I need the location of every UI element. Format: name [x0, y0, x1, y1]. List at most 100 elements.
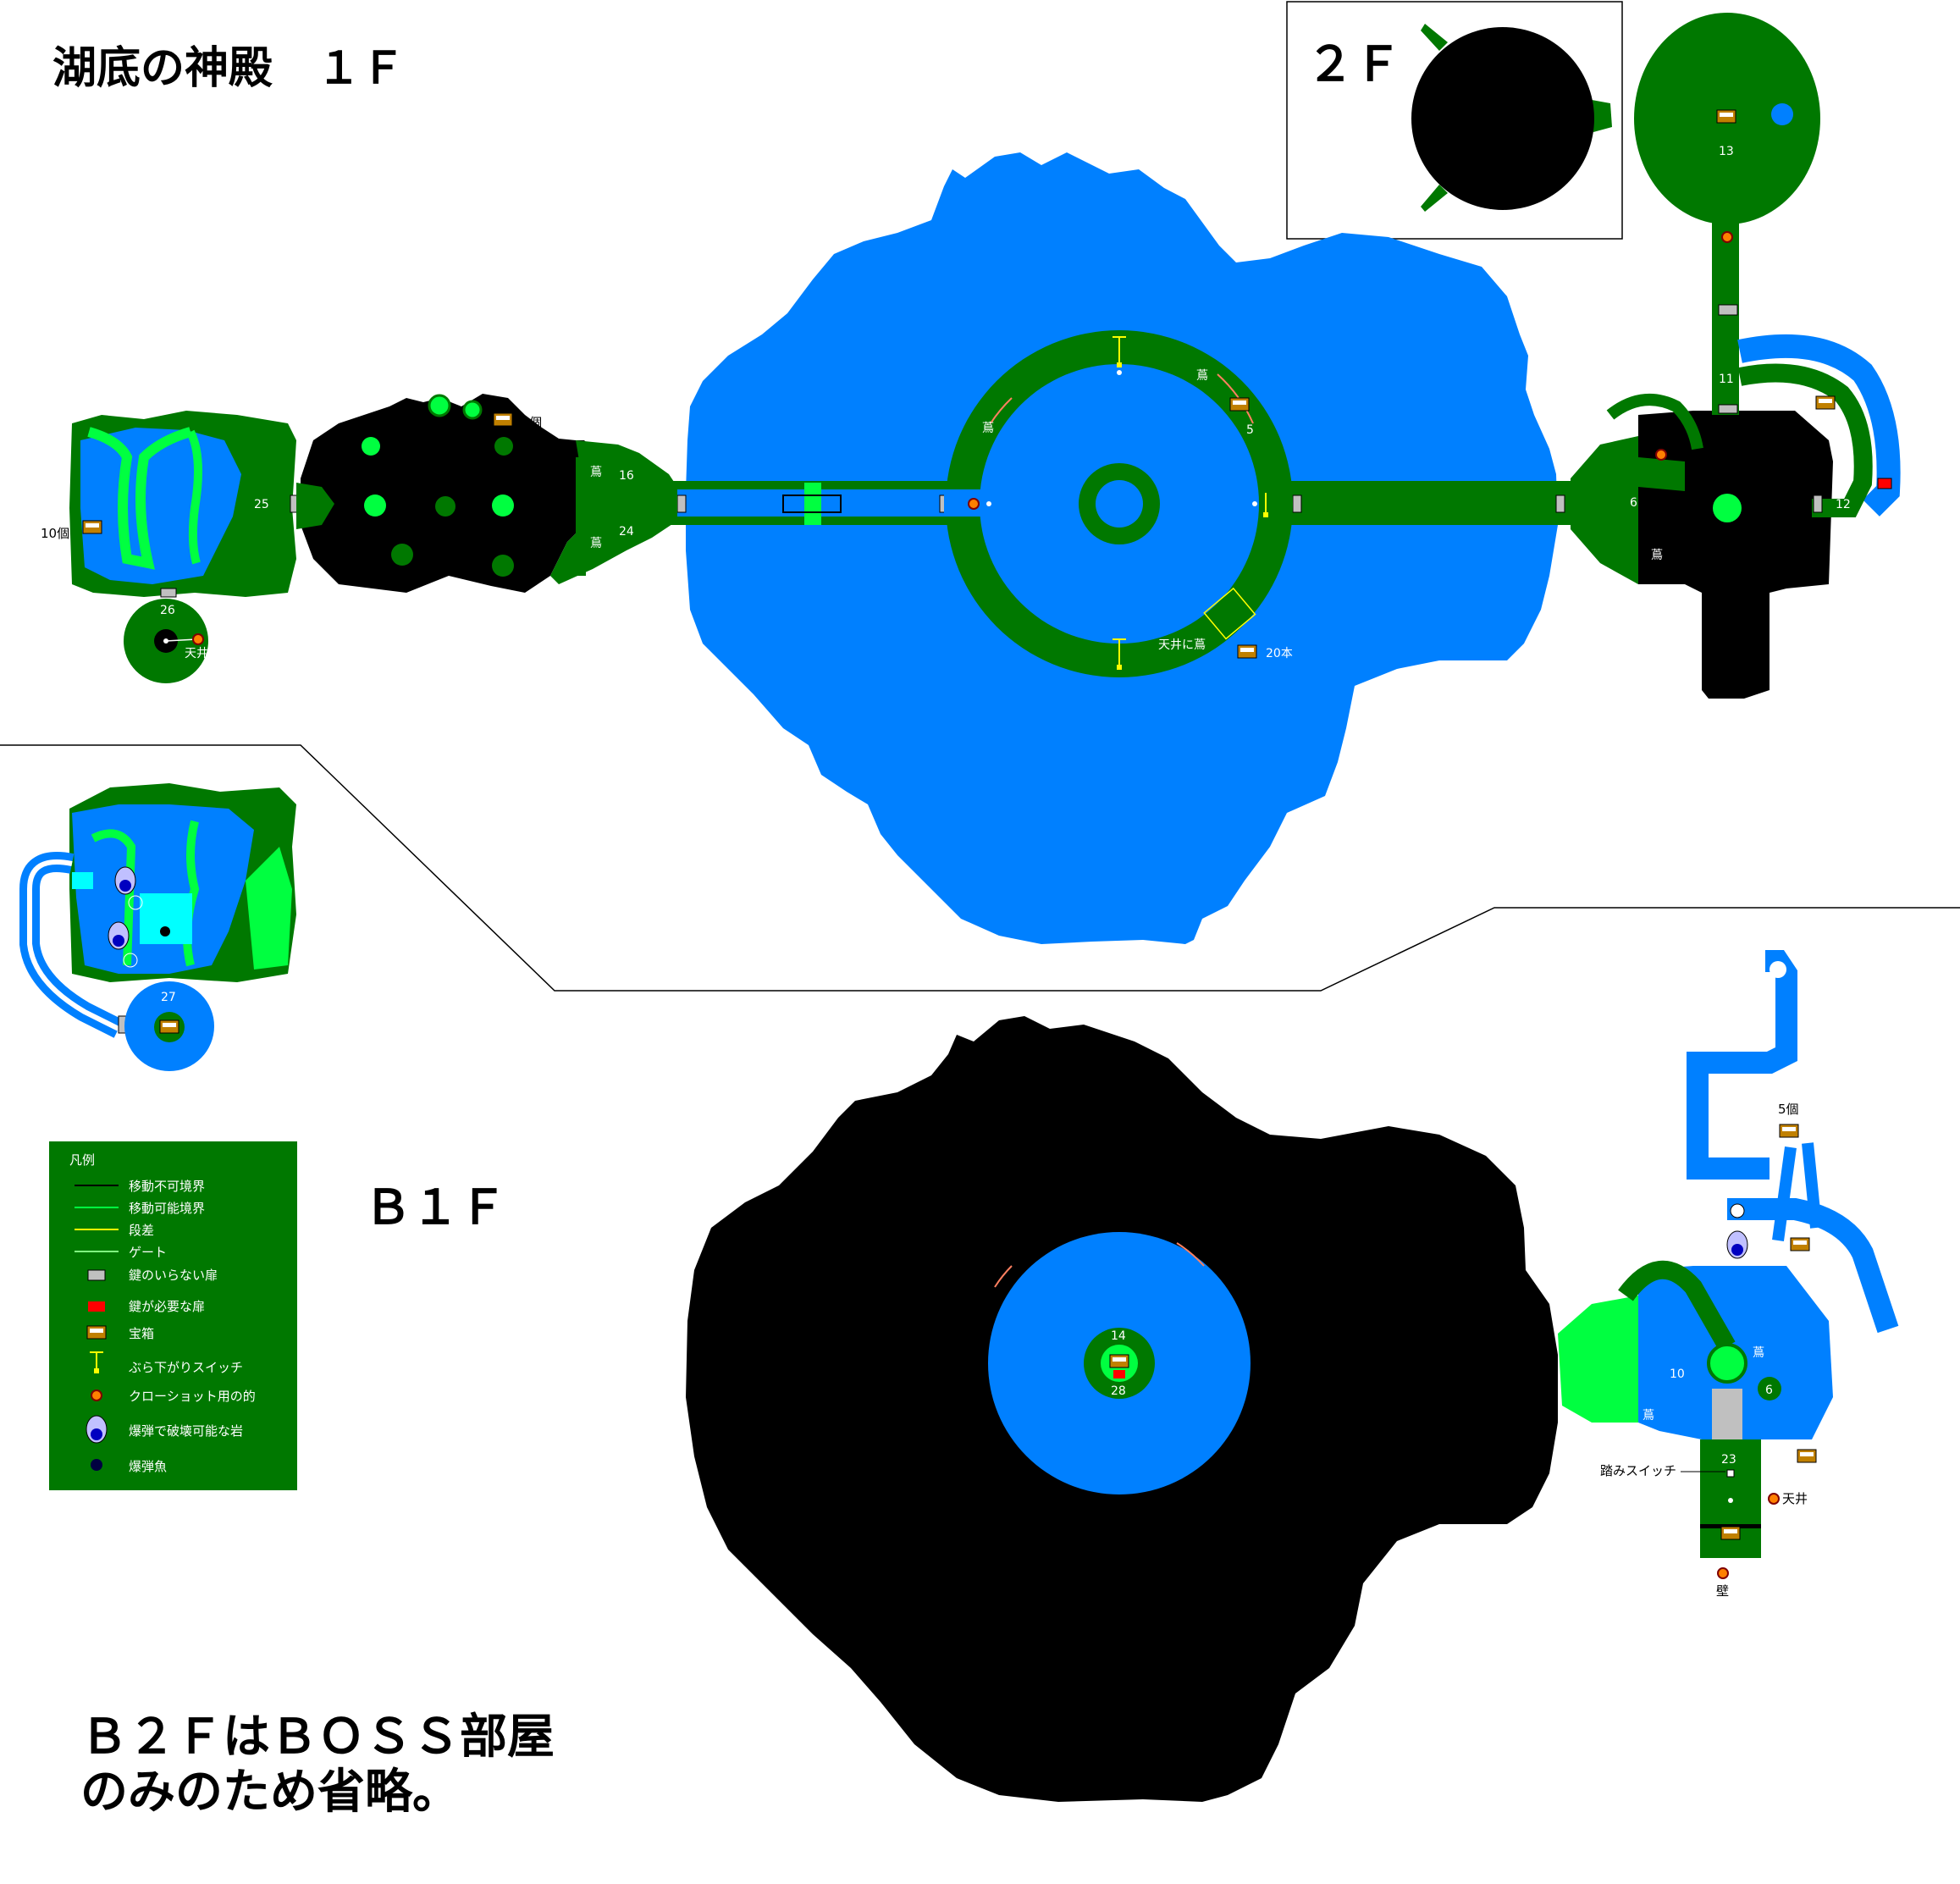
ivy-label: 蔦	[590, 466, 602, 479]
ivy-label: 蔦	[1196, 369, 1208, 383]
room-number-11: 11	[1719, 373, 1734, 386]
ivy-label: 蔦	[980, 1275, 993, 1290]
locked-door	[1877, 478, 1892, 489]
floorB1-title: Ｂ１Ｆ	[364, 1180, 506, 1235]
room-number-23: 23	[1721, 1453, 1736, 1467]
ivy-anchor	[428, 394, 451, 417]
legend-item-label: 爆弾で破壊可能な岩	[129, 1423, 243, 1439]
hanging-switch-icon[interactable]	[1252, 493, 1268, 517]
room-number-24: 24	[619, 525, 634, 539]
clawshot-target-icon[interactable]	[1768, 1493, 1780, 1505]
hanging-switch-icon[interactable]	[1113, 638, 1126, 670]
legend-item-label: クローショット用の的	[129, 1389, 256, 1404]
room-6-center	[1713, 494, 1742, 522]
legend-heading: 凡例	[69, 1152, 95, 1168]
clawshot-target-icon[interactable]	[1721, 231, 1733, 243]
clawshot-target-icon[interactable]	[1717, 1567, 1729, 1579]
ivy-label: 蔦	[590, 537, 602, 550]
bomb-fish-icon[interactable]	[160, 926, 170, 936]
water-channel-b1f	[1687, 950, 1797, 1180]
legend-item-label: 段差	[129, 1223, 154, 1238]
room-number-26: 26	[160, 604, 175, 617]
treasure-chest-icon[interactable]	[82, 520, 102, 534]
bomb-rock-icon	[86, 1415, 108, 1444]
ceiling-ivy-area	[1203, 587, 1256, 640]
treasure-count-label: 5個	[1778, 1102, 1799, 1117]
gate-marker	[986, 501, 991, 506]
legend: 凡例 移動不可境界 移動可能境界 段差 ゲート 鍵のいらない扉 鍵が必要な扉 宝…	[49, 1141, 297, 1490]
legend-item-label: 鍵が必要な扉	[129, 1299, 205, 1314]
treasure-count-label: 10個	[41, 526, 69, 541]
ceiling-label: 天井	[185, 647, 208, 660]
hanging-switch-icon[interactable]	[1113, 336, 1126, 375]
legend-item-label: ゲート	[129, 1245, 167, 1260]
clawshot-target-icon	[91, 1390, 102, 1401]
b2f-note-line2: のみのため省略。	[80, 1765, 460, 1820]
room-10-west-ledge	[1558, 1296, 1638, 1423]
room-number-27: 27	[161, 991, 176, 1004]
stairs	[1712, 1389, 1742, 1439]
treasure-chest-icon[interactable]	[1790, 1237, 1810, 1251]
gate-west	[804, 483, 821, 525]
treasure-chest-icon[interactable]	[1815, 395, 1836, 410]
ivy-edge-nw	[990, 397, 1013, 424]
clawshot-target-icon[interactable]	[192, 633, 204, 645]
bridge-east	[1253, 481, 1571, 525]
locked-door	[1113, 1370, 1125, 1378]
b2f-note-line1: Ｂ２ＦはＢＯＳＳ部屋	[80, 1710, 555, 1765]
treasure-chest-icon[interactable]	[1109, 1354, 1129, 1368]
bridge-platform	[782, 494, 842, 513]
room-6-dark-hall	[1638, 411, 1833, 699]
room-number-6: 6	[1630, 496, 1637, 510]
door-bridge-east	[1292, 494, 1302, 513]
floor2-room	[1411, 24, 1612, 212]
treasure-chest-icon[interactable]	[1716, 109, 1736, 124]
treasure-chest-icon[interactable]	[159, 1019, 179, 1034]
gray-door-icon	[87, 1269, 106, 1281]
ivy-label: 蔦	[1753, 1346, 1764, 1360]
clawshot-target-icon[interactable]	[1655, 449, 1667, 461]
ceiling-label: 天井	[1782, 1491, 1808, 1506]
room-number-16: 16	[619, 469, 634, 483]
bomb-fish-icon	[91, 1459, 102, 1471]
room-number-14: 14	[1111, 1329, 1126, 1343]
legend-item-label: 移動不可境界	[129, 1179, 205, 1194]
room-6-entrance	[1571, 436, 1638, 584]
legend-item-label: ぶら下がりスイッチ	[129, 1360, 243, 1375]
treasure-chest-icon[interactable]	[1779, 1124, 1799, 1138]
pillar	[362, 437, 380, 456]
treasure-chest-icon[interactable]	[1797, 1449, 1817, 1463]
room-number-5: 5	[1246, 423, 1254, 437]
ceiling-ivy-label: 天井に蔦	[1158, 638, 1206, 652]
red-door-icon	[88, 1301, 105, 1312]
hanging-switch-icon	[90, 1351, 103, 1373]
water-pool	[1771, 103, 1793, 125]
room-number-12: 12	[1836, 498, 1851, 511]
legend-item-label: 移動可能境界	[129, 1201, 205, 1216]
legend-item-label: 爆弾魚	[129, 1459, 167, 1474]
treasure-chest-icon[interactable]	[1720, 1526, 1741, 1540]
wall-label: 壁	[1716, 1583, 1729, 1599]
treasure-chest-icon[interactable]	[1237, 644, 1257, 659]
shallow-water	[140, 893, 192, 944]
ivy-label: 蔦	[982, 422, 994, 435]
legend-item-label: 鍵のいらない扉	[129, 1268, 218, 1283]
ivy-label: 蔦	[1643, 1409, 1654, 1423]
room-number-25: 25	[254, 498, 269, 511]
room-number-6: 6	[1765, 1384, 1773, 1397]
floor2-inset-frame	[1286, 1, 1623, 240]
map-title: 湖底の神殿 １Ｆ	[52, 43, 405, 94]
floor2-title: ２Ｆ	[1306, 37, 1401, 92]
floor-switch[interactable]	[1726, 1469, 1735, 1478]
treasure-chest-icon[interactable]	[493, 412, 513, 427]
legend-item-label: 宝箱	[129, 1326, 154, 1341]
room-number-13: 13	[1719, 145, 1734, 158]
floor-switch-label: 踏みスイッチ	[1600, 1463, 1676, 1478]
treasure-chest-icon[interactable]	[1229, 397, 1250, 412]
treasure-count-label: 20本	[1266, 647, 1293, 660]
room-number-10: 10	[1670, 1367, 1685, 1381]
door-east-room	[1555, 494, 1565, 513]
door-bridge-west	[676, 494, 687, 513]
ivy-label: 蔦	[1638, 420, 1651, 435]
clawshot-target-icon[interactable]	[968, 498, 980, 510]
